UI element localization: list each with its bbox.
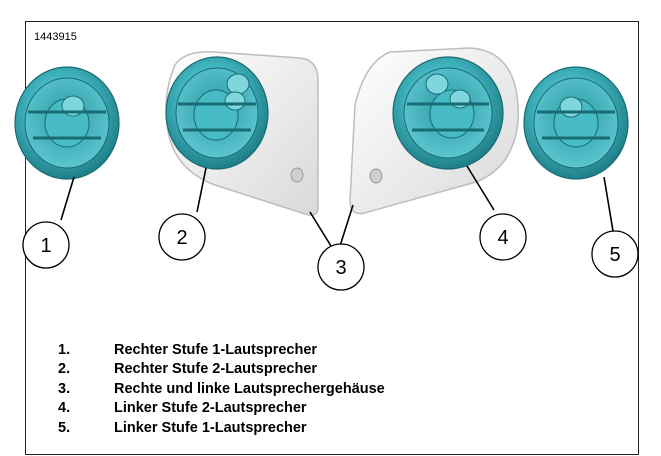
callout-4: 4 [479, 213, 527, 261]
leader-lines [60, 165, 614, 247]
callout-2: 2 [158, 213, 206, 261]
figure-id: 1443915 [34, 31, 77, 43]
callout-1-label: 1 [40, 235, 51, 257]
legend-item: 4.Linker Stufe 2-Lautsprecher [58, 400, 307, 417]
callout-5: 5 [591, 230, 639, 278]
legend-item: 5.Linker Stufe 1-Lautsprecher [58, 419, 307, 436]
callout-5-label: 5 [609, 244, 620, 266]
callout-2-label: 2 [176, 227, 187, 249]
legend-list: 1.Rechter Stufe 1-Lautsprecher 2.Rechter… [58, 341, 385, 438]
callout-3-label: 3 [335, 257, 346, 279]
speaker-2 [165, 56, 269, 170]
legend-item: 1.Rechter Stufe 1-Lautsprecher [58, 342, 318, 358]
callout-3: 3 [317, 243, 365, 291]
legend-item: 3.Rechte und linke Lautsprechergehäuse [58, 380, 385, 397]
legend-item: 2.Rechter Stufe 2-Lautsprecher [58, 361, 318, 378]
callout-1: 1 [22, 221, 70, 269]
speaker-5 [523, 66, 629, 180]
speaker-1 [14, 66, 120, 180]
speaker-4 [392, 56, 504, 170]
callout-4-label: 4 [497, 227, 508, 249]
